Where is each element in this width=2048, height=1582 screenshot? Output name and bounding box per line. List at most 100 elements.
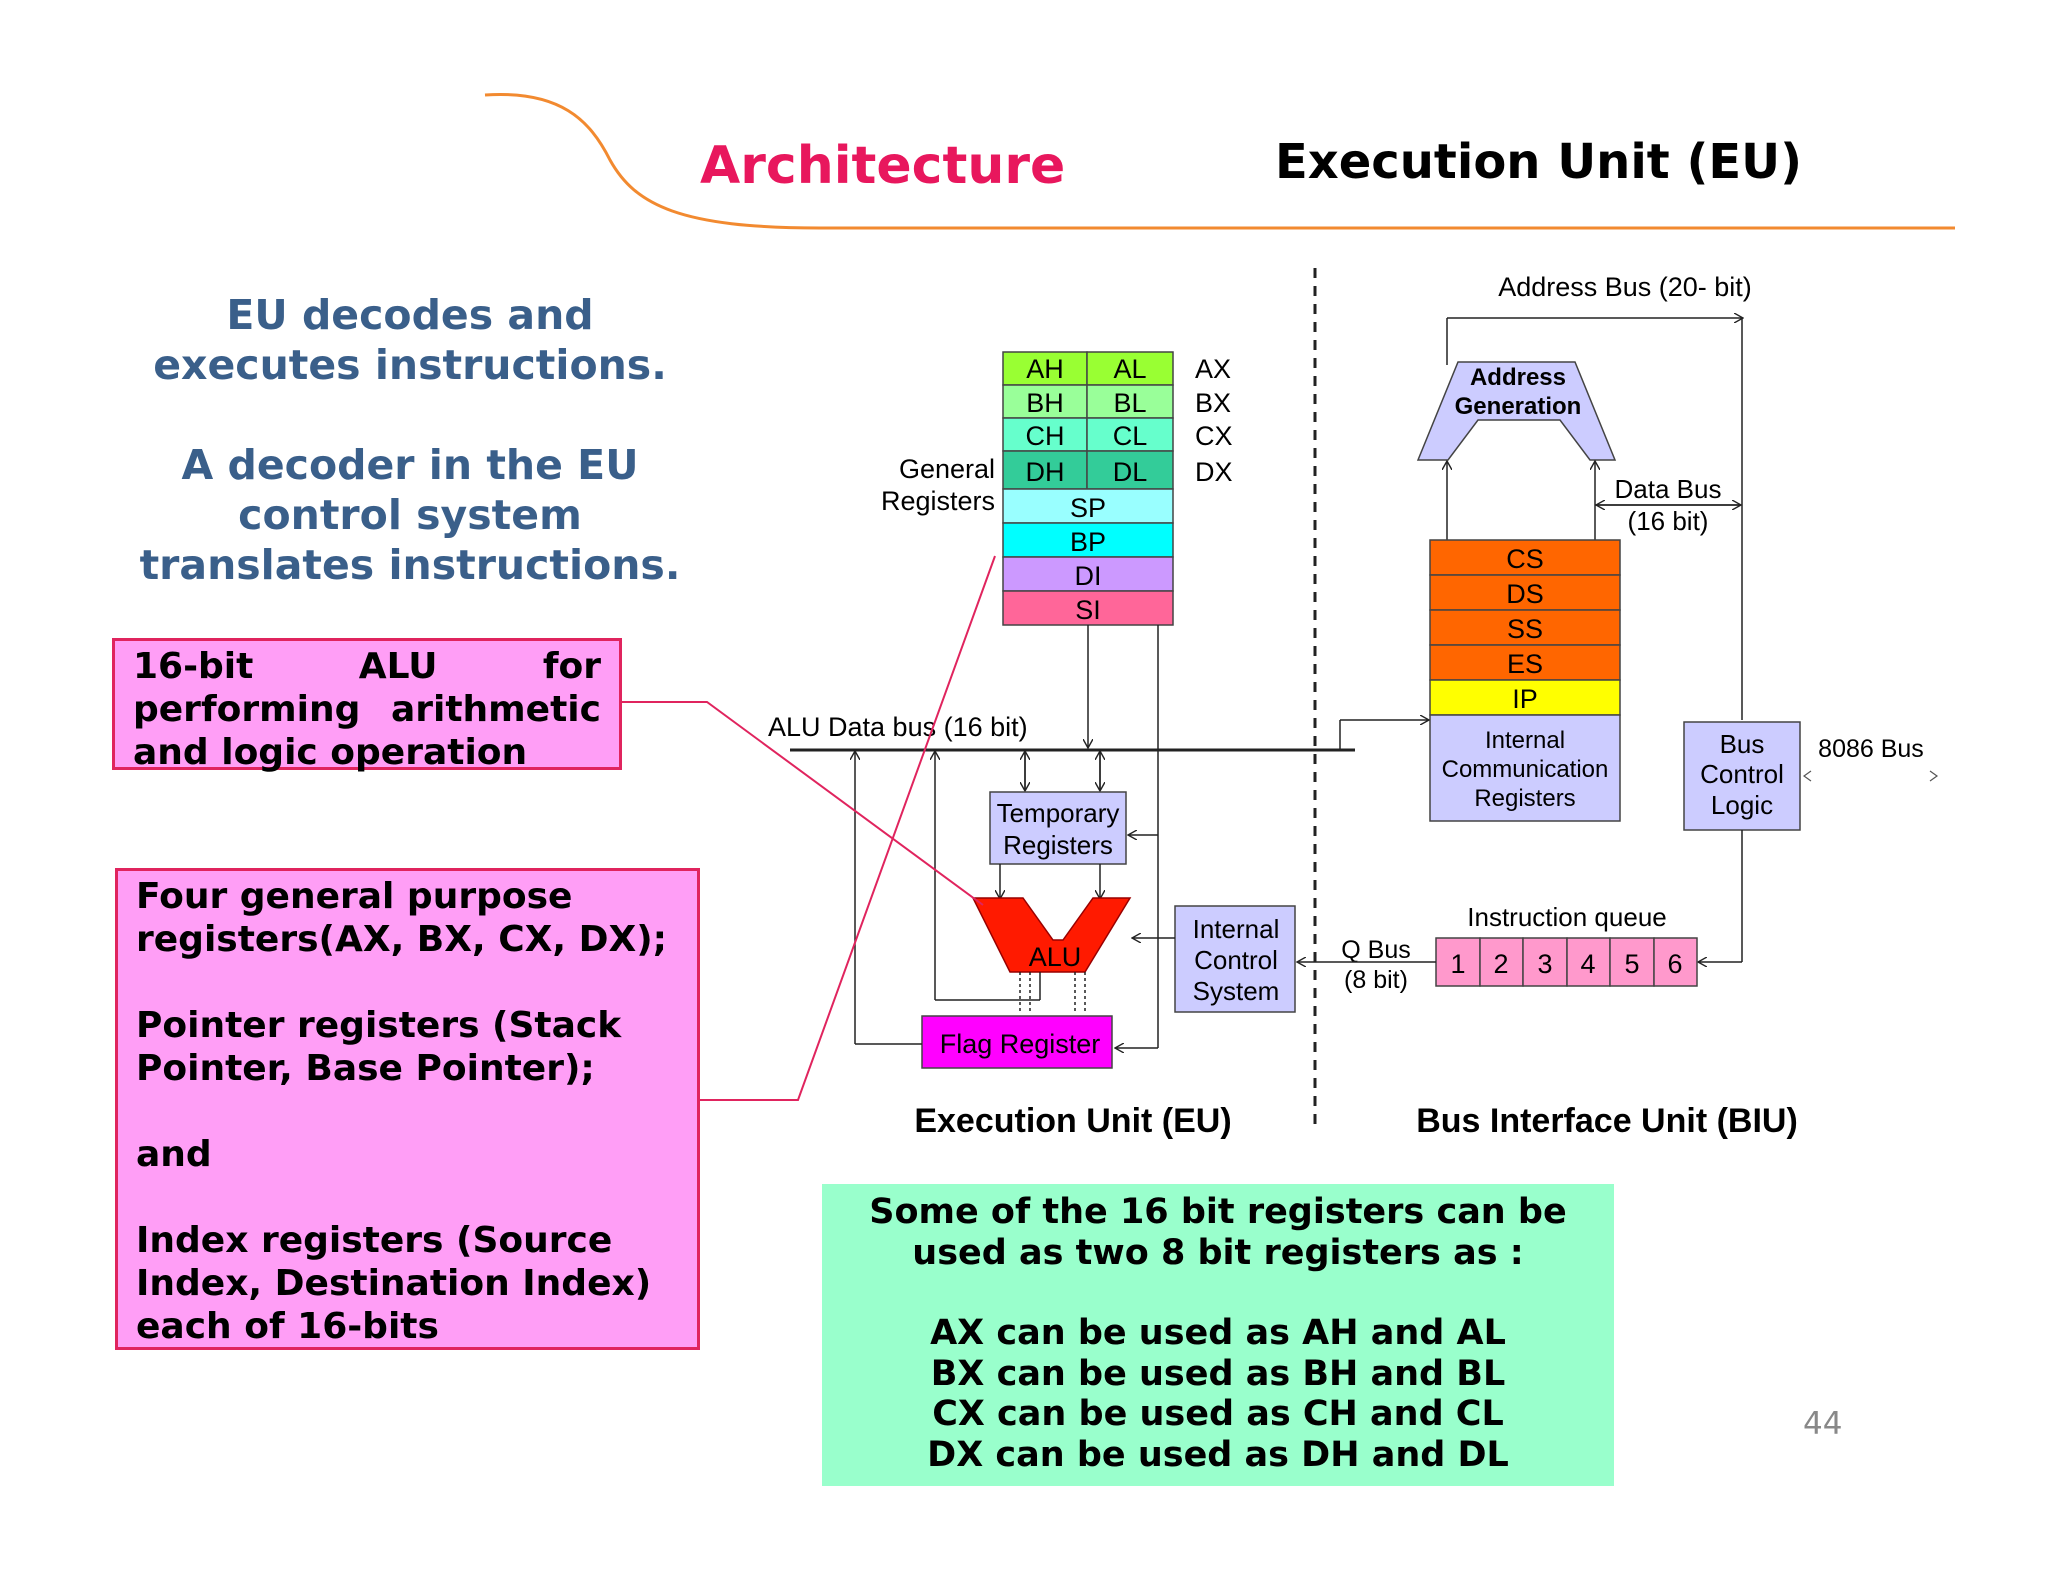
queue-cell-5 [1609,937,1655,987]
internal-control-label: System [1193,976,1280,1006]
register-label-si: SI [1075,595,1101,625]
bus-8086-arrow-right [1929,770,1939,782]
registers-callout-connector [700,555,996,1101]
callout-line: and logic operation [133,732,528,773]
register-cell-di [1002,556,1174,592]
register-label-ch: CH [1026,421,1065,451]
callout-line: performing arithmetic [133,689,601,730]
address-generation-label: Generation [1455,393,1582,420]
register-label-di: DI [1075,561,1102,591]
callout-line: 16-bit ALU for [133,646,601,687]
register-pair-bx: BH BL BX [1002,384,1231,419]
register-label-ah: AH [1026,354,1064,384]
register-name-dx: DX [1195,457,1233,487]
register-label-bl: BL [1113,388,1146,418]
segment-register-es [1429,644,1621,681]
instruction-pointer [1429,679,1621,716]
instruction-queue-label: Instruction queue [1467,902,1666,932]
segment-register-ds [1429,574,1621,611]
alu-data-bus-label: ALU Data bus (16 bit) [768,712,1028,742]
register-pairs-note: Some of the 16 bit registers can be used… [822,1184,1614,1486]
segment-label-ds: DS [1506,579,1544,609]
queue-cell-2 [1479,937,1524,987]
register-label-sp: SP [1070,493,1106,523]
register-cell-sp [1002,488,1174,524]
queue-cell-label: 2 [1493,949,1508,979]
register-pair-ax: AH AL AX [1002,351,1231,386]
internal-control-label: Control [1194,945,1278,975]
queue-cell-1 [1435,937,1481,987]
address-bus-label: Address Bus (20- bit) [1498,272,1752,302]
intro-line: EU decodes and [226,291,594,339]
register-pair-dx: DH DL DX [1002,450,1233,490]
register-cell-cl [1086,417,1174,452]
address-generation-label: Address [1470,364,1566,391]
alu-label: ALU [1029,942,1082,972]
note-line: Some of the 16 bit registers can be [869,1192,1567,1232]
internal-communication-box [1429,714,1621,822]
bus-8086-arrow-left [1802,770,1812,782]
register-cell-bl [1086,384,1174,419]
note-line: DX can be used as DH and DL [927,1434,1509,1475]
note-line: AX can be used as AH and AL [930,1313,1506,1353]
header-decoration [484,92,1955,230]
queue-cell-3 [1522,937,1568,987]
register-label-dh: DH [1026,457,1065,487]
header-curve [484,92,1955,230]
internal-control-label: Internal [1193,914,1280,944]
register-name-bx: BX [1195,388,1231,418]
callout-line: Pointer, Base Pointer); [136,1048,595,1089]
temporary-registers-label: Registers [1003,830,1113,860]
q-bus-label: (8 bit) [1344,966,1408,994]
bus-control-label: Bus [1720,729,1765,759]
register-label-bp: BP [1070,527,1106,557]
intro-line: translates instructions. [139,541,681,589]
flag-register-label: Flag Register [940,1029,1101,1059]
alu-callout: 16-bit ALU for performing arithmetic and… [112,638,622,773]
segment-label-ss: SS [1507,614,1543,644]
callout-line: registers(AX, BX, CX, DX); [136,919,668,960]
internal-communication-label: Registers [1474,785,1575,812]
register-cell-bp [1002,522,1174,558]
page-number: 44 [1803,1406,1843,1442]
instruction-queue: 1 2 3 4 5 6 [1435,937,1698,987]
callout-line: Pointer registers (Stack [136,1005,622,1046]
data-bus-label: (16 bit) [1628,506,1709,536]
queue-cell-6 [1653,937,1698,987]
general-registers-label: General [899,454,995,484]
eu-label: Execution Unit (EU) [914,1102,1231,1140]
internal-control-box [1174,905,1296,1013]
flag-register-box [921,1015,1113,1069]
register-pair-cx: CH CL CX [1002,417,1233,452]
segment-label-ip: IP [1512,684,1538,714]
note-line: CX can be used as CH and CL [932,1394,1504,1434]
register-cell-dh [1002,450,1088,490]
internal-communication-label: Communication [1442,756,1609,783]
biu-label: Bus Interface Unit (BIU) [1416,1102,1798,1140]
register-cell-si [1002,590,1174,626]
note-line: BX can be used as BH and BL [930,1353,1506,1394]
intro-line: executes instructions. [153,341,667,389]
callout-line: each of 16-bits [136,1306,439,1347]
address-generation-shape [1416,361,1617,461]
temporary-registers-label: Temporary [997,798,1120,828]
bus-control-label: Logic [1711,790,1773,820]
internal-communication-label: Internal [1485,727,1565,754]
intro-line: control system [238,491,582,539]
segment-label-cs: CS [1506,544,1544,574]
general-registers-label: Registers [881,486,995,516]
temporary-registers-box [989,791,1127,865]
registers-callout: Four general purpose registers(AX, BX, C… [115,868,700,1350]
callout-line: Index registers (Source [136,1220,613,1261]
queue-cell-label: 5 [1624,949,1639,979]
intro-text: EU decodes and executes instructions. A … [90,290,730,590]
register-label-dl: DL [1113,457,1148,487]
callout-line: Index, Destination Index) [136,1263,652,1304]
callout-line: Four general purpose [136,876,573,917]
queue-cell-label: 6 [1667,949,1682,979]
segment-register-cs [1429,539,1621,576]
queue-cell-label: 3 [1537,949,1552,979]
queue-cell-4 [1566,937,1611,987]
queue-cell-label: 1 [1450,949,1465,979]
